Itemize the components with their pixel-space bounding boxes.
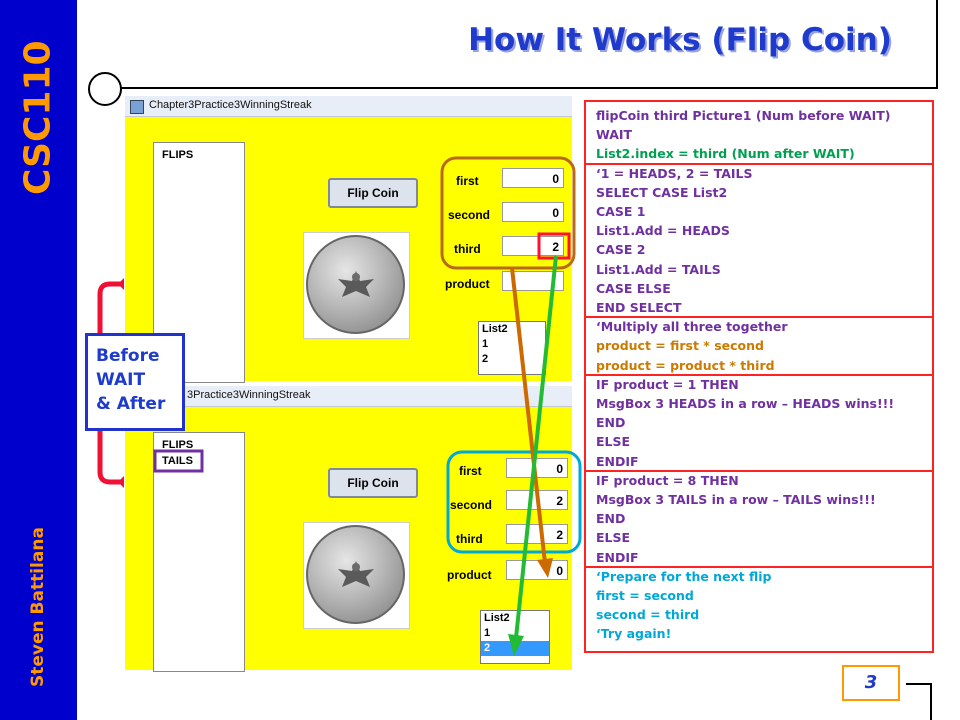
eagle-icon xyxy=(338,271,374,297)
code-line: ENDIF xyxy=(596,453,639,469)
code-separator xyxy=(586,373,932,376)
flips-label-after: FLIPS xyxy=(162,439,194,451)
sidebar: CSC110 Steven Battilana xyxy=(0,0,77,720)
callout-line: WAIT xyxy=(96,370,146,390)
flips-label-before: FLIPS xyxy=(162,149,194,161)
bracket-arrow-top xyxy=(118,278,124,290)
code-line: SELECT CASE List2 xyxy=(596,184,728,200)
window-after-titlebar[interactable]: 3Practice3WinningStreak xyxy=(125,386,572,407)
window-after-title: 3Practice3WinningStreak xyxy=(187,389,311,401)
window-before-title: Chapter3Practice3WinningStreak xyxy=(149,99,312,111)
code-line: ‘Prepare for the next flip xyxy=(596,568,772,584)
textbox-third-before[interactable]: 2 xyxy=(502,236,564,256)
code-line: product = product * third xyxy=(596,357,775,373)
list2-item[interactable]: List2 xyxy=(482,323,508,335)
frame-line-bottom xyxy=(906,683,932,685)
code-line: List1.Add = TAILS xyxy=(596,261,721,277)
code-line: ELSE xyxy=(596,434,631,450)
list2-listbox-before[interactable]: List2 1 2 xyxy=(478,321,546,375)
green-arrow xyxy=(514,255,558,639)
eagle-icon xyxy=(338,561,374,587)
before-after-callout: Before WAIT & After xyxy=(85,333,185,431)
label-second-after: second xyxy=(450,498,493,512)
callout-line: Before xyxy=(96,346,160,366)
orange-arrowhead xyxy=(537,558,553,578)
code-line: ‘Multiply all three together xyxy=(596,319,788,335)
highlight-box-after xyxy=(446,450,582,554)
code-line: IF product = 8 THEN xyxy=(596,472,739,488)
code-line: List2.index = third (Num after WAIT) xyxy=(596,146,855,162)
code-line: WAIT xyxy=(596,127,633,143)
code-separator xyxy=(586,162,932,165)
callout-line: & After xyxy=(96,394,166,414)
code-line: product = first * second xyxy=(596,338,764,354)
code-line: ‘1 = HEADS, 2 = TAILS xyxy=(596,165,753,181)
code-line: END SELECT xyxy=(596,300,682,315)
label-product-after: product xyxy=(447,568,492,582)
code-line: second = third xyxy=(596,607,700,623)
code-line: first = second xyxy=(596,588,694,603)
label-first-after: first xyxy=(459,464,482,478)
window-after: 3Practice3WinningStreak FLIPS TAILS Flip… xyxy=(125,386,572,672)
textbox-third-after[interactable]: 2 xyxy=(506,524,568,544)
flip-coin-button-after[interactable]: Flip Coin xyxy=(328,468,418,498)
code-line: flipCoin third Picture1 (Num before WAIT… xyxy=(596,108,891,123)
textbox-second-before[interactable]: 0 xyxy=(502,202,564,222)
label-first-before: first xyxy=(456,174,479,188)
app-icon xyxy=(130,100,144,114)
slide-title: How It Works (Flip Coin) xyxy=(468,22,892,58)
frame-line-bottom-right xyxy=(930,683,932,720)
label-third-after: third xyxy=(456,532,483,546)
code-line: ‘Try again! xyxy=(596,626,672,642)
list2-item[interactable]: List2 xyxy=(484,612,510,624)
highlight-box-before xyxy=(440,156,576,270)
decorative-circle xyxy=(88,72,122,106)
code-separator xyxy=(586,316,932,319)
page-number: 3 xyxy=(842,665,900,701)
flip-coin-button-before[interactable]: Flip Coin xyxy=(328,178,418,208)
label-product-before: product xyxy=(445,277,490,291)
code-line: List1.Add = HEADS xyxy=(596,223,730,239)
coin-picture-after xyxy=(303,522,410,629)
flips-listbox-before[interactable]: FLIPS xyxy=(153,142,245,383)
textbox-first-before[interactable]: 0 xyxy=(502,168,564,188)
list2-item[interactable]: 1 xyxy=(482,338,489,350)
green-arrowhead xyxy=(508,634,524,656)
coin-image xyxy=(306,525,405,624)
code-line: CASE ELSE xyxy=(596,280,671,296)
code-line: END xyxy=(596,511,626,527)
list2-item[interactable]: 2 xyxy=(482,353,489,365)
code-line: END xyxy=(596,415,626,431)
list2-item[interactable]: 1 xyxy=(484,627,491,639)
window-before-titlebar[interactable]: Chapter3Practice3WinningStreak xyxy=(125,96,572,117)
highlight-third-value xyxy=(537,232,571,260)
frame-line-top xyxy=(936,0,938,88)
code-line: ENDIF xyxy=(596,549,639,565)
bracket-arrow-bottom xyxy=(118,476,124,488)
window-before: Chapter3Practice3WinningStreak FLIPS Fli… xyxy=(125,96,572,383)
code-separator xyxy=(586,565,932,568)
orange-arrow xyxy=(510,267,547,564)
code-panel: flipCoin third Picture1 (Num before WAIT… xyxy=(584,100,934,653)
code-line: ELSE xyxy=(596,530,631,546)
code-line: MsgBox 3 HEADS in a row – HEADS wins!!! xyxy=(596,396,895,411)
code-line: CASE 1 xyxy=(596,204,646,219)
frame-line-middle xyxy=(120,87,938,89)
textbox-product-before[interactable] xyxy=(502,271,564,291)
code-line: MsgBox 3 TAILS in a row – TAILS wins!!! xyxy=(596,492,876,507)
highlight-tails xyxy=(153,449,204,473)
code-line: CASE 2 xyxy=(596,242,646,258)
coin-picture-before xyxy=(303,232,410,339)
coin-image xyxy=(306,235,405,334)
code-separator xyxy=(586,469,932,472)
code-line: IF product = 1 THEN xyxy=(596,376,739,392)
flips-item[interactable]: TAILS xyxy=(162,455,193,467)
label-third-before: third xyxy=(454,242,481,256)
label-second-before: second xyxy=(448,208,491,222)
